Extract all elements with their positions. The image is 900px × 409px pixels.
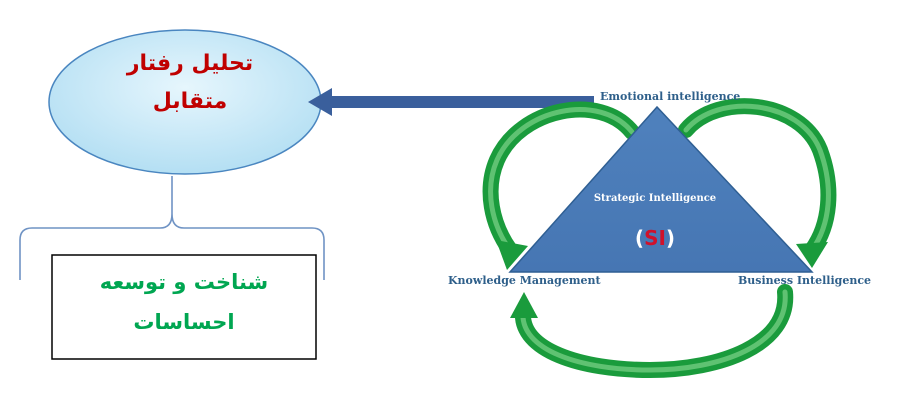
blue-arrow [308, 88, 594, 116]
curly-brace [19, 176, 325, 280]
box-text: شناخت و توسعه احساسات [52, 262, 316, 342]
si-letters: SI [644, 226, 666, 250]
ellipse-title-line2: متقابل [152, 89, 228, 114]
label-business-intelligence: Business Intelligence [738, 274, 872, 287]
label-knowledge-management: Knowledge Management [448, 274, 601, 287]
ellipse-title-line1: تحلیل رفتار [126, 51, 254, 76]
box-text-line1: شناخت و توسعه [99, 270, 269, 294]
si-open-paren: ( [634, 226, 645, 250]
label-strategic-intelligence: Strategic Intelligence [593, 193, 717, 204]
label-emotional-intelligence: Emotional intelligence [600, 90, 741, 103]
cycle-arrows [482, 98, 837, 379]
ellipse-title: تحلیل رفتار متقابل [60, 45, 320, 121]
text-box [51, 254, 317, 360]
box-text-line2: احساسات [133, 310, 235, 334]
label-si-abbreviation: (SI) [605, 226, 705, 250]
si-close-paren: ) [665, 226, 676, 250]
strategic-intelligence-triangle [508, 105, 814, 273]
